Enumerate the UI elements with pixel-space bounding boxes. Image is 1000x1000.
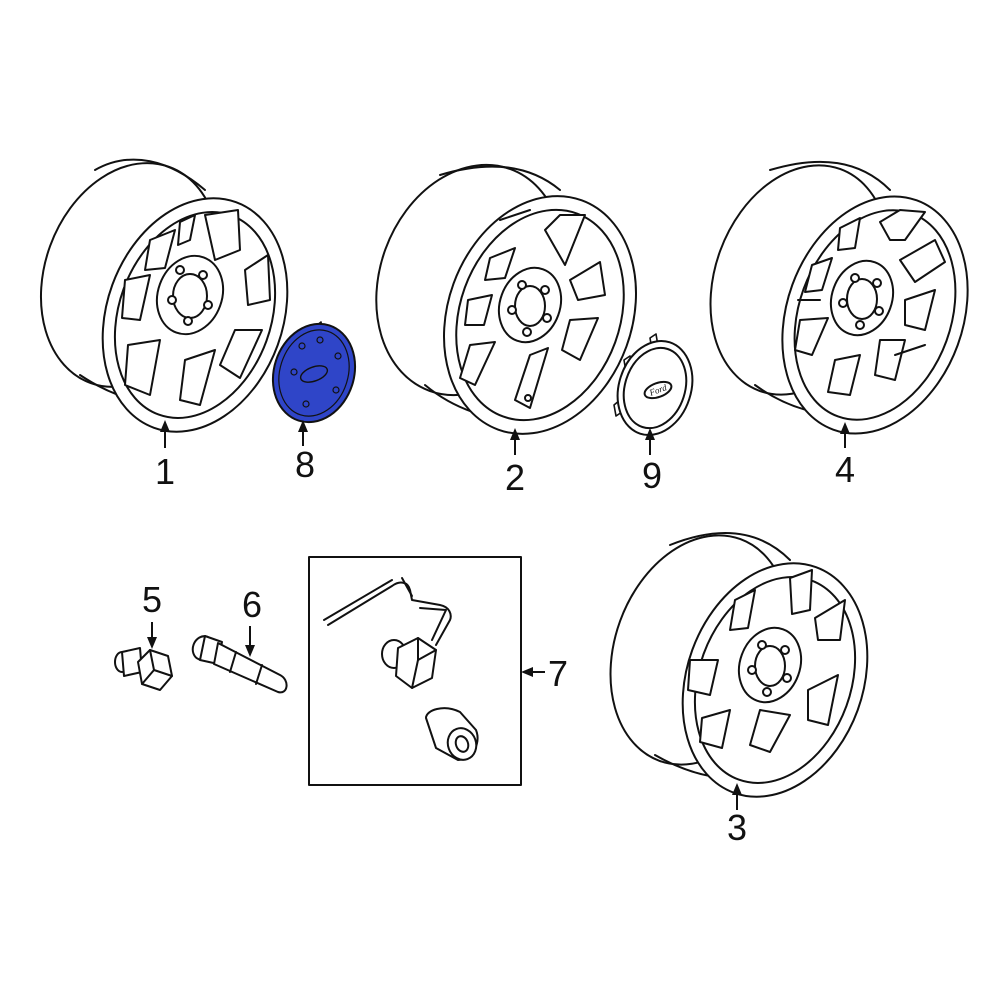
- wheel-2[interactable]: [345, 138, 668, 461]
- callout-9: 9: [642, 455, 662, 496]
- wheel-3[interactable]: [580, 510, 899, 823]
- callout-6: 6: [242, 584, 262, 625]
- callout-8: 8: [295, 444, 315, 485]
- center-cap-8[interactable]: [261, 313, 368, 433]
- wheel-1[interactable]: [11, 138, 319, 458]
- ford-oval-icon: [643, 380, 673, 400]
- lug-nut-5[interactable]: [114, 647, 173, 691]
- callout-7: 7: [548, 653, 568, 694]
- callout-4: 4: [835, 449, 855, 490]
- callout-1: 1: [155, 451, 175, 492]
- callout-2: 2: [505, 457, 525, 498]
- callout-arrows: [147, 420, 850, 810]
- wheel-lock-kit-7[interactable]: [308, 556, 522, 786]
- center-cap-9[interactable]: Ford: [606, 331, 704, 445]
- ford-oval-icon: [299, 365, 329, 383]
- wheel-stud-6[interactable]: [189, 633, 288, 694]
- wheel-4[interactable]: [680, 140, 1000, 460]
- callout-5: 5: [142, 579, 162, 620]
- callout-3: 3: [727, 807, 747, 848]
